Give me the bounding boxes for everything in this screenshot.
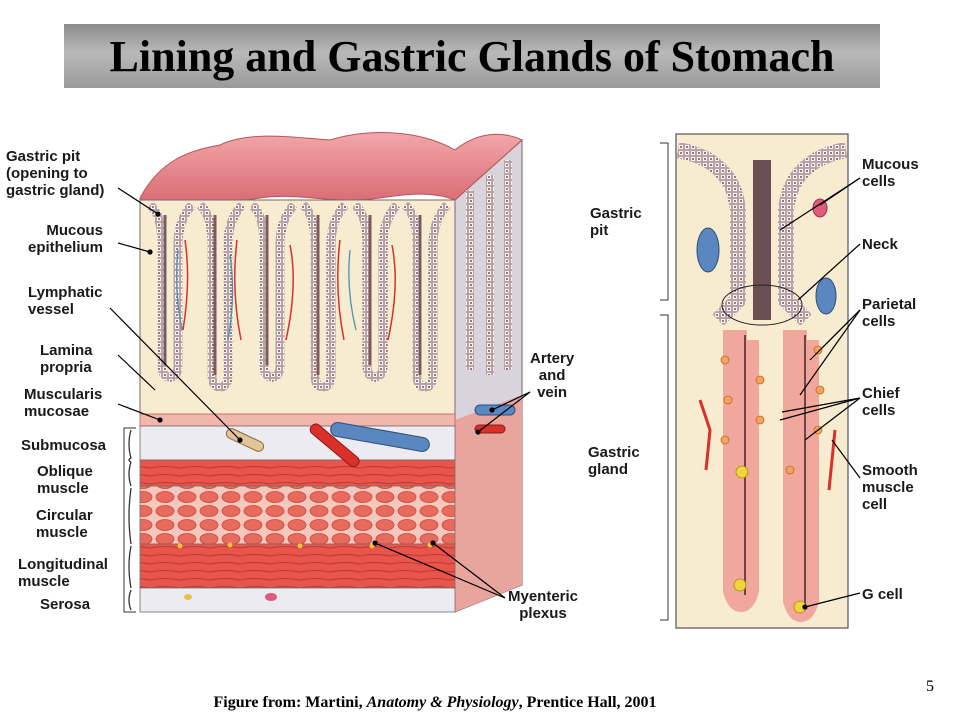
right-leader-lines xyxy=(779,177,861,610)
label-g-cell: G cell xyxy=(862,586,903,603)
caption-suffix: , Prentice Hall, 2001 xyxy=(518,694,657,711)
slide-title: Lining and Gastric Glands of Stomach xyxy=(109,31,835,81)
gastric-glands-front xyxy=(146,201,451,392)
page-number: 5 xyxy=(926,678,934,695)
label-submucosa: Submucosa xyxy=(21,437,107,454)
stomach-surface xyxy=(139,132,523,206)
caption-prefix: Figure from: Martini, xyxy=(213,694,367,711)
label-neck: Neck xyxy=(862,236,898,253)
lymphatic-vessel-icon xyxy=(225,428,265,452)
gastric-gland-detail xyxy=(660,133,849,629)
label-serosa: Serosa xyxy=(40,596,91,613)
lamina-propria-region xyxy=(139,199,456,416)
caption-book-title: Anatomy & Physiology xyxy=(366,694,519,711)
vein-icon xyxy=(330,422,430,452)
artery-icon xyxy=(309,423,360,468)
mucosa-block xyxy=(123,132,523,613)
figure-caption: Figure from: Martini, Anatomy & Physiolo… xyxy=(0,694,870,712)
left-leader-lines xyxy=(109,187,531,599)
title-bar: Lining and Gastric Glands of Stomach xyxy=(64,24,880,88)
